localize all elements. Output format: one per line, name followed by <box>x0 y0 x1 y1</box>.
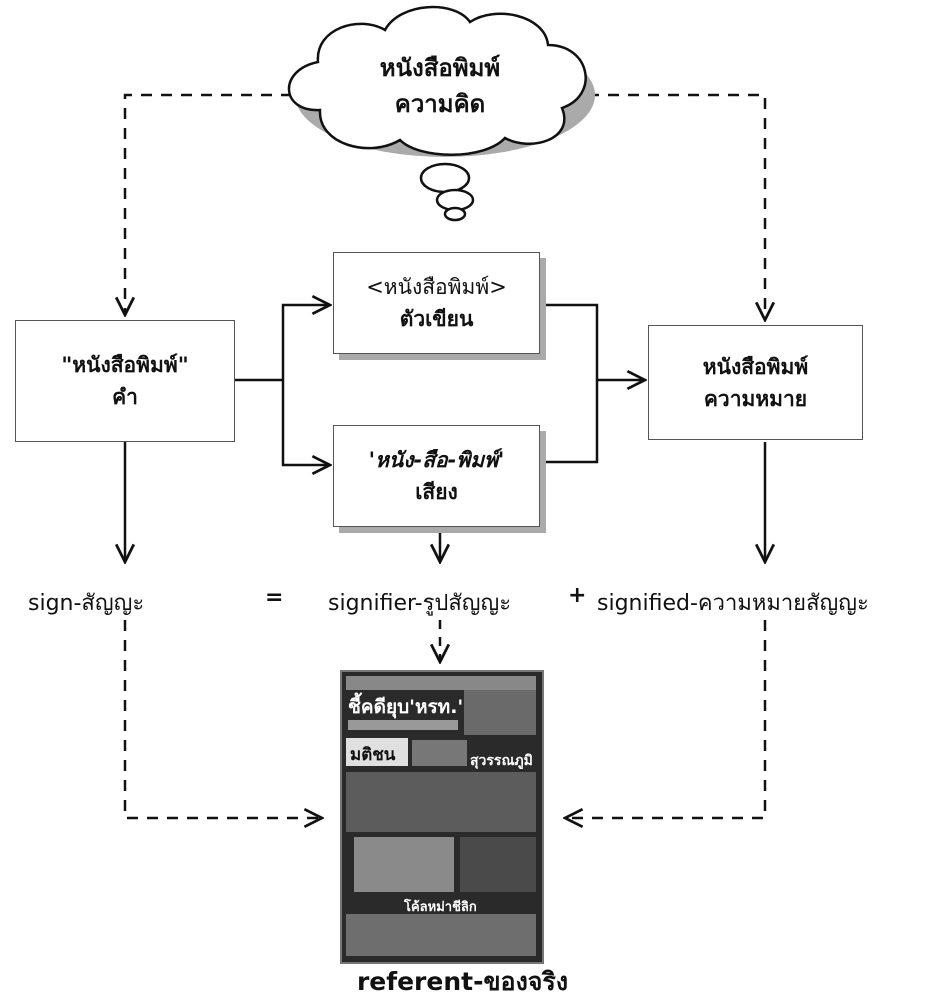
referent-caption: referent-ของจริง <box>356 967 569 996</box>
arrow-to-sound-box <box>281 380 330 465</box>
word-box: "หนังสือพิมพ์" คำ <box>15 320 235 442</box>
newspaper-subline <box>348 720 458 730</box>
newspaper-photo-mid2 <box>460 837 536 892</box>
newspaper-headline1: ชี้คดียุบ'หรท.' <box>348 696 464 718</box>
word-box-line2: คำ <box>112 385 138 409</box>
written-box-line1: <หนังสือพิมพ์> <box>366 275 507 299</box>
newspaper-image: ชี้คดียุบ'หรท.' มติชน สุวรรณภูมิ โค้ลหม่… <box>340 670 544 964</box>
equals-sign: = <box>265 585 284 610</box>
dashed-line-cloud-to-meaning <box>588 93 765 320</box>
newspaper-column-text <box>412 740 467 766</box>
word-box-line1: "หนังสือพิมพ์" <box>61 353 189 377</box>
cloud-line2: ความคิด <box>394 90 486 118</box>
thought-cloud <box>287 5 595 222</box>
dashed-line-signified-to-referent <box>565 620 767 818</box>
newspaper-headline3: โค้ลหม่าชีลิก <box>404 900 477 915</box>
meaning-box-line2: ความหมาย <box>703 386 808 411</box>
arrow-to-written-box <box>281 305 330 380</box>
newspaper-masthead: มติชน <box>350 745 396 765</box>
line-written-merge <box>540 303 599 464</box>
newspaper-body-grey <box>346 772 536 832</box>
dashed-line-sign-to-referent <box>123 620 322 818</box>
cloud-line1: หนังสือพิมพ์ <box>379 54 501 82</box>
meaning-box-line1: หนังสือพิมพ์ <box>702 354 809 379</box>
sound-box: 'หนัง-สือ-พิมพ์' เสียง <box>333 425 540 527</box>
sign-label: sign-สัญญะ <box>28 591 145 616</box>
newspaper-masthead-bg <box>346 738 408 766</box>
meaning-box: หนังสือพิมพ์ ความหมาย <box>648 325 863 440</box>
signifier-label: signifier-รูปสัญญะ <box>328 591 512 616</box>
sound-box-line2: เสียง <box>415 480 458 504</box>
sound-box-line1: 'หนัง-สือ-พิมพ์' <box>368 448 505 472</box>
written-form-box: <หนังสือพิมพ์> ตัวเขียน <box>333 252 540 354</box>
newspaper-top-band <box>346 676 536 690</box>
plus-sign: + <box>568 583 587 608</box>
signified-label: signified-ความหมายสัญญะ <box>597 591 869 616</box>
newspaper-photo-top <box>464 690 536 735</box>
cloud-label: หนังสือพิมพ์ ความคิด <box>330 50 550 122</box>
newspaper-photo-mid <box>354 837 454 892</box>
newspaper-headline2: สุวรรณภูมิ <box>470 753 533 769</box>
dashed-line-cloud-to-word <box>125 93 292 315</box>
written-box-line2: ตัวเขียน <box>399 307 474 331</box>
newspaper-bottom <box>346 914 536 956</box>
